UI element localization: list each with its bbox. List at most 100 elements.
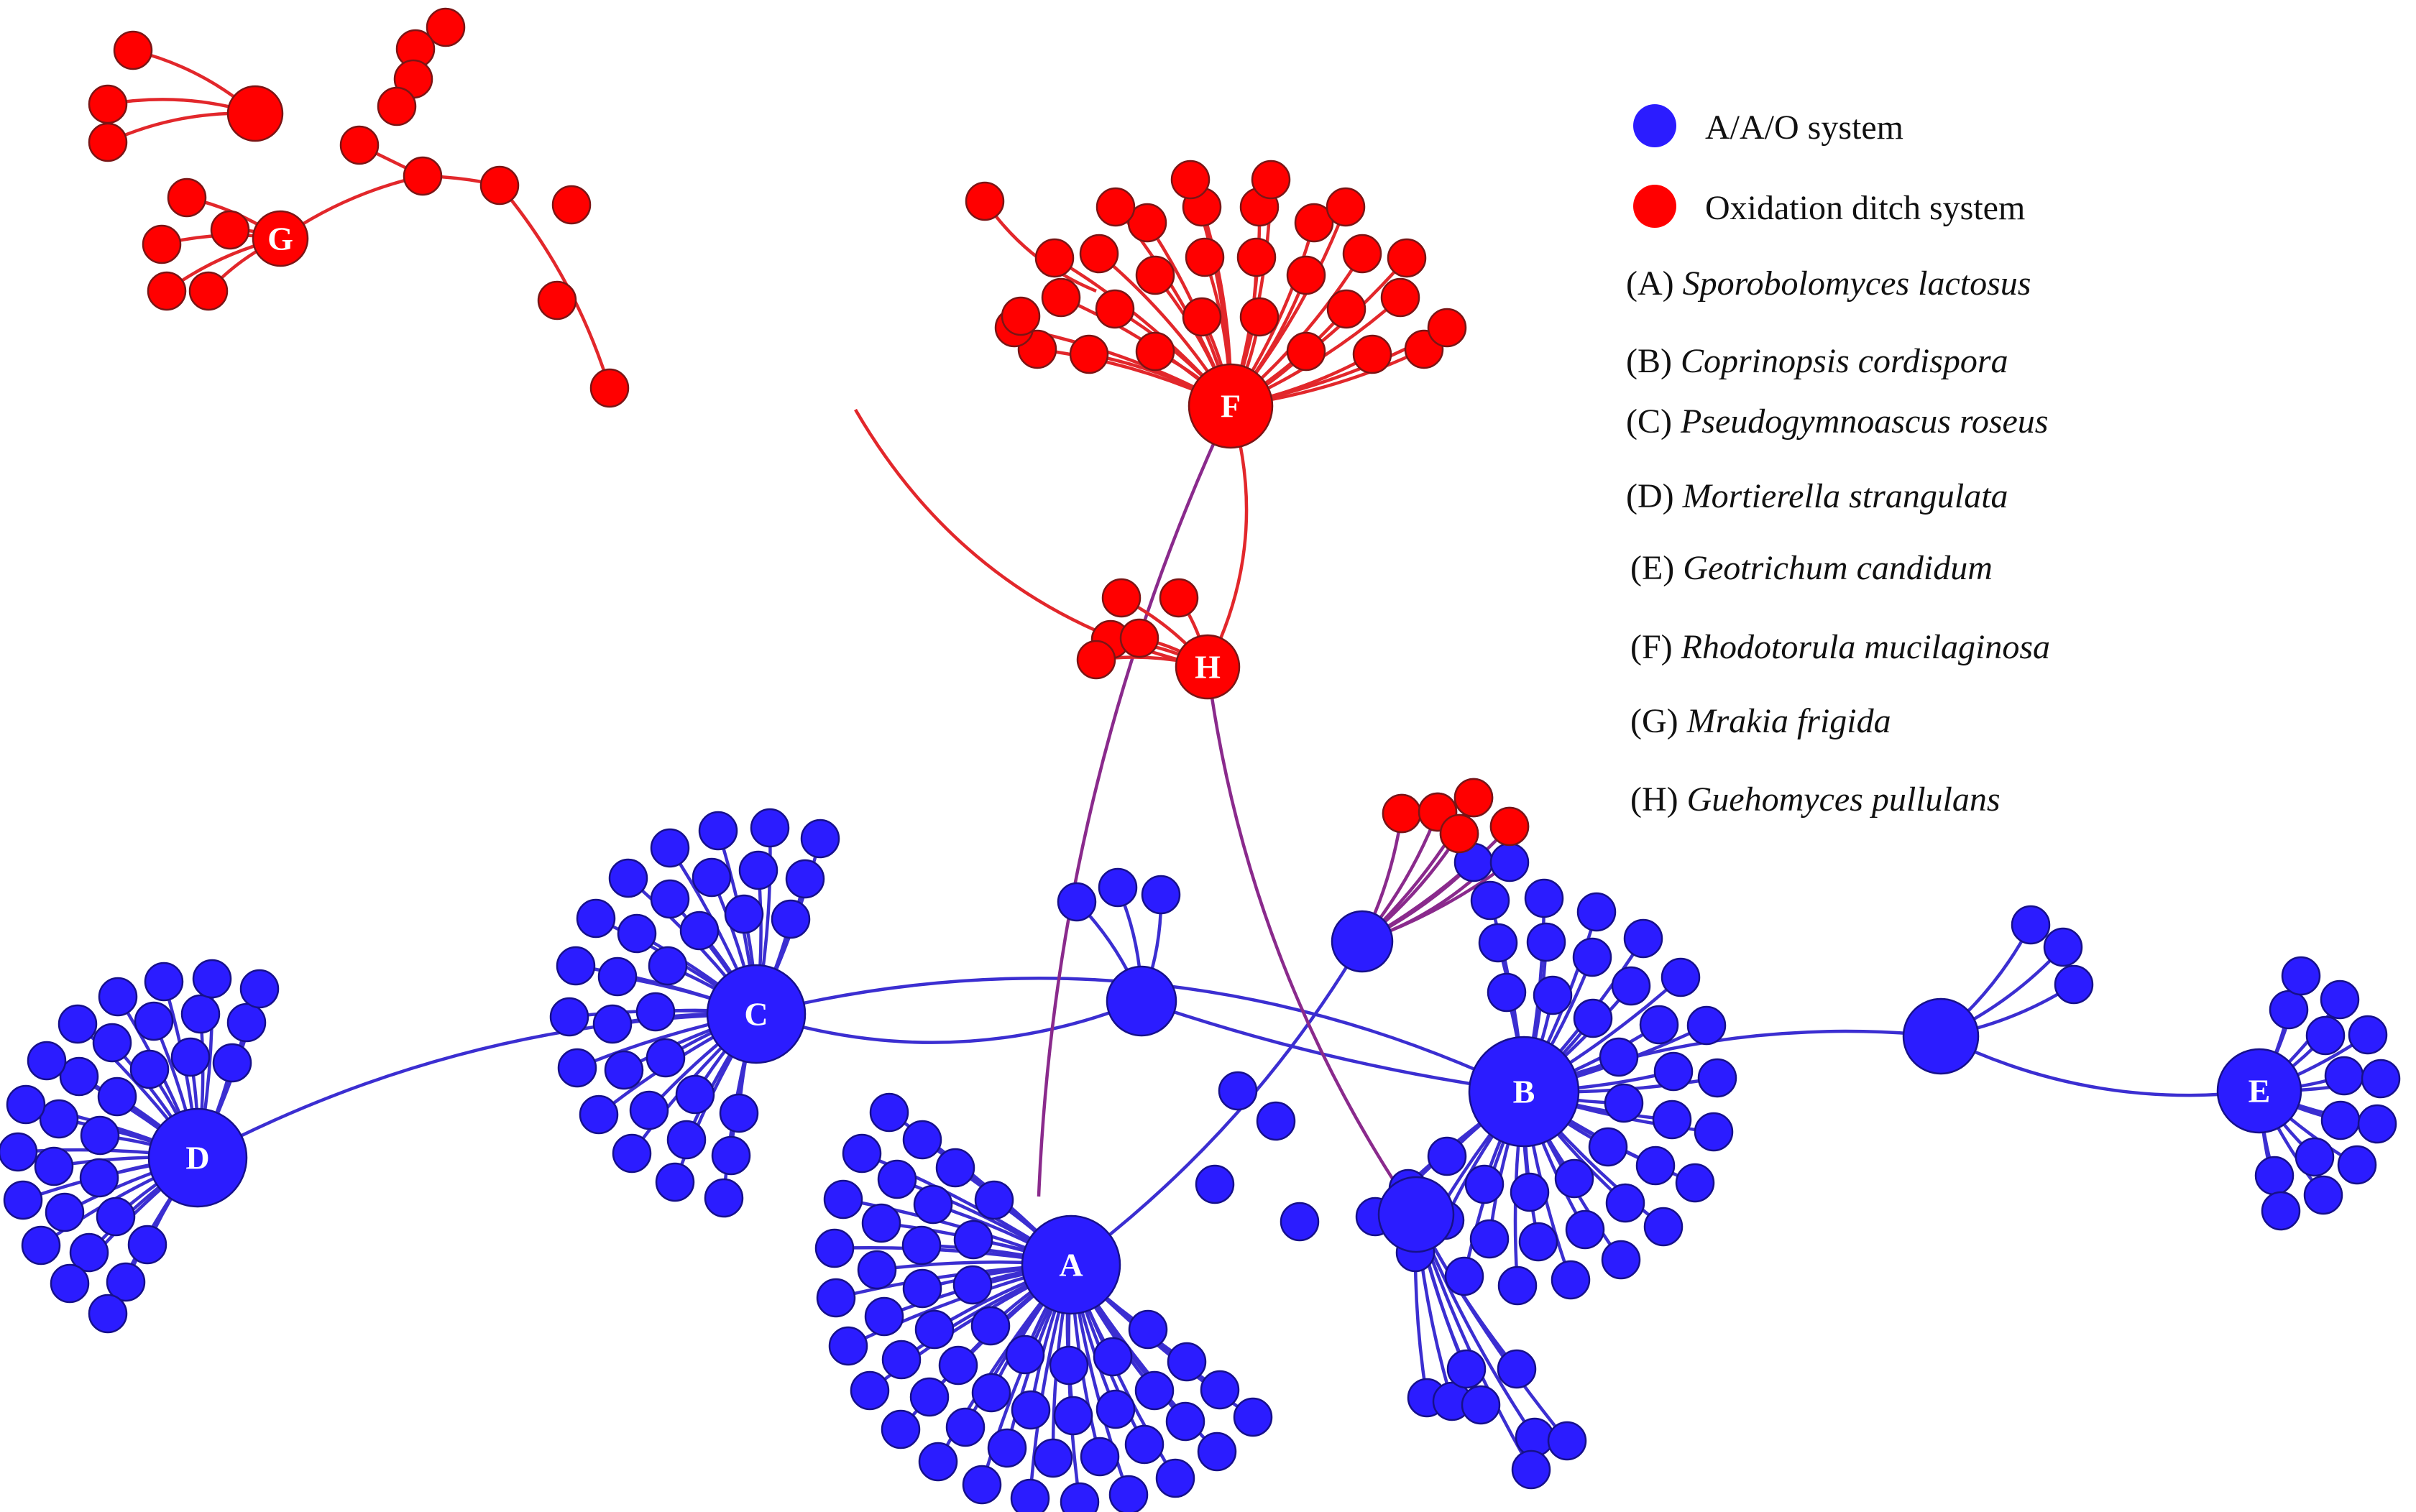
cluster-c-hub-node [706,964,807,1064]
cluster-f-leaf-node [1095,289,1135,329]
cluster-d-leaf-node [27,1041,67,1081]
cluster-d-leaf-node [127,1225,167,1265]
cluster-c-leaf-node [648,946,688,986]
cluster-f-leaf-node [1352,334,1392,374]
cluster-c-leaf-node [579,1094,619,1135]
link-h-hub4-edge [1205,666,1418,1216]
cluster-hub2-leaf-node [2011,905,2051,945]
cluster-a-leaf-node [850,1370,890,1411]
cluster-hub4-leaf-node [1547,1421,1587,1461]
cluster-b-leaf-node [1675,1163,1715,1203]
cluster-f-leaf-node [1041,277,1081,318]
cluster-a-leaf-node [1108,1475,1149,1512]
cluster-a-leaf-node [945,1407,986,1447]
cluster-c-leaf-node [719,1093,759,1133]
legend-species-d: (D) Mortierella strangulata [1626,477,2008,515]
cluster-c-leaf-node [698,811,738,851]
cluster-hub2-hub-node [1902,997,1980,1075]
cluster-g-hub-node [252,210,309,267]
cluster-hub1-leaf-node [1098,867,1138,908]
cluster-hub2-leaf-node [2054,964,2094,1005]
cluster-a-leaf-node [1093,1337,1133,1377]
cluster-b-leaf-node [1444,1256,1484,1296]
cluster-f-leaf-node [1001,296,1041,336]
cluster-mix-red-node [1453,778,1494,818]
cluster-b-leaf-node [1533,975,1573,1015]
blue-chain-node [1195,1164,1235,1204]
cluster-b-leaf-node [1605,1183,1645,1223]
cluster-f-leaf-node [1286,331,1326,372]
cluster-d-leaf-node [59,1056,99,1097]
cluster-h-leaf-node [1076,640,1116,680]
cluster-a-leaf-node [1134,1370,1175,1411]
cluster-c-leaf-node [597,956,638,997]
cluster-f-leaf-node [1236,237,1277,277]
cluster-b-hub-node [1468,1036,1580,1148]
cluster-a-leaf-node [902,1268,942,1309]
cluster-f-leaf-node [1427,308,1467,348]
cluster-a-leaf-node [1167,1342,1207,1382]
cluster-f-leaf-node [1135,255,1175,295]
cluster-a-hub-node [1021,1214,1121,1315]
cluster-a-leaf-node [1033,1438,1073,1478]
cluster-c-leaf-node [724,894,764,934]
cluster-e-leaf-node [2320,979,2360,1020]
cluster-c-leaf-node [650,828,690,868]
cluster-a-leaf-node [952,1265,993,1305]
cluster-f-leaf-node [1326,187,1366,227]
legend-marker-oxidation-ditch [1633,185,1676,228]
cluster-b-leaf-node [1510,1172,1550,1212]
cluster-a-leaf-node [877,1159,917,1199]
cluster-f-leaf-node [1135,331,1175,372]
cluster-b-leaf-node [1464,1164,1505,1204]
cluster-a-leaf-node [902,1120,942,1160]
cluster-e-leaf-node [2281,956,2321,996]
cluster-d-leaf-node [98,977,138,1017]
cluster-d-leaf-node [92,1023,132,1063]
cluster-a-leaf-node [1005,1334,1045,1375]
cluster-b-leaf-node [1697,1058,1737,1098]
cluster-hub4-leaf-node [1461,1385,1501,1425]
cluster-hub2-leaf-node [2043,927,2083,967]
cluster-a-leaf-node [828,1326,868,1366]
cluster-c-leaf-node [704,1178,744,1218]
cluster-g-leaf-node [210,210,250,250]
legend-species-a: (A) Sporobolomyces lactosus [1626,264,2031,303]
hub-label-e: E [2249,1073,2271,1110]
cluster-a-leaf-node [909,1377,950,1417]
legend-label-oxidation-ditch: Oxidation ditch system [1705,189,2025,227]
cluster-f-leaf-node [1380,277,1420,318]
cluster-d-leaf-node [97,1077,137,1117]
cluster-c-leaf-node [592,1004,633,1044]
legend-label-aao: A/A/O system [1705,109,1903,147]
network-nodes [0,7,2401,1512]
cluster-a-leaf-node [1128,1309,1168,1350]
cluster-g-leaf-node [147,271,187,311]
cluster-c-leaf-node [771,899,811,939]
cluster-a-leaf-node [1060,1482,1100,1512]
cluster-a-leaf-node [1233,1397,1273,1437]
cluster-e-leaf-node [2348,1015,2388,1055]
cluster-d-leaf-node [34,1146,74,1186]
legend: A/A/O system Oxidation ditch system (A) … [1626,104,2050,819]
cluster-b-leaf-node [1554,1158,1594,1199]
cluster-a-leaf-node [901,1225,942,1266]
cluster-b-leaf-node [1573,998,1613,1038]
legend-species-c: (C) Pseudogymnoascus roseus [1626,402,2048,441]
hub-label-d: D [185,1140,209,1176]
cluster-f-leaf-node [1170,160,1211,200]
cluster-tl-leaf-node [113,30,153,70]
cluster-g-chain-node [403,156,443,196]
cluster-e-leaf-node [2261,1191,2301,1231]
cluster-top-node [426,7,466,47]
cluster-a-leaf-node [816,1278,856,1318]
cluster-d-leaf-node [129,1049,170,1089]
cluster-b-leaf-node [1635,1145,1676,1186]
cluster-a-leaf-node [1010,1478,1050,1512]
cluster-e-leaf-node [2295,1137,2335,1177]
cluster-hub4-hub-node [1377,1176,1455,1253]
cluster-f-leaf-node [1294,203,1334,243]
cluster-c-leaf-node [557,1048,597,1088]
cluster-e-leaf-node [2320,1100,2361,1140]
cluster-d-leaf-node [212,1043,252,1083]
